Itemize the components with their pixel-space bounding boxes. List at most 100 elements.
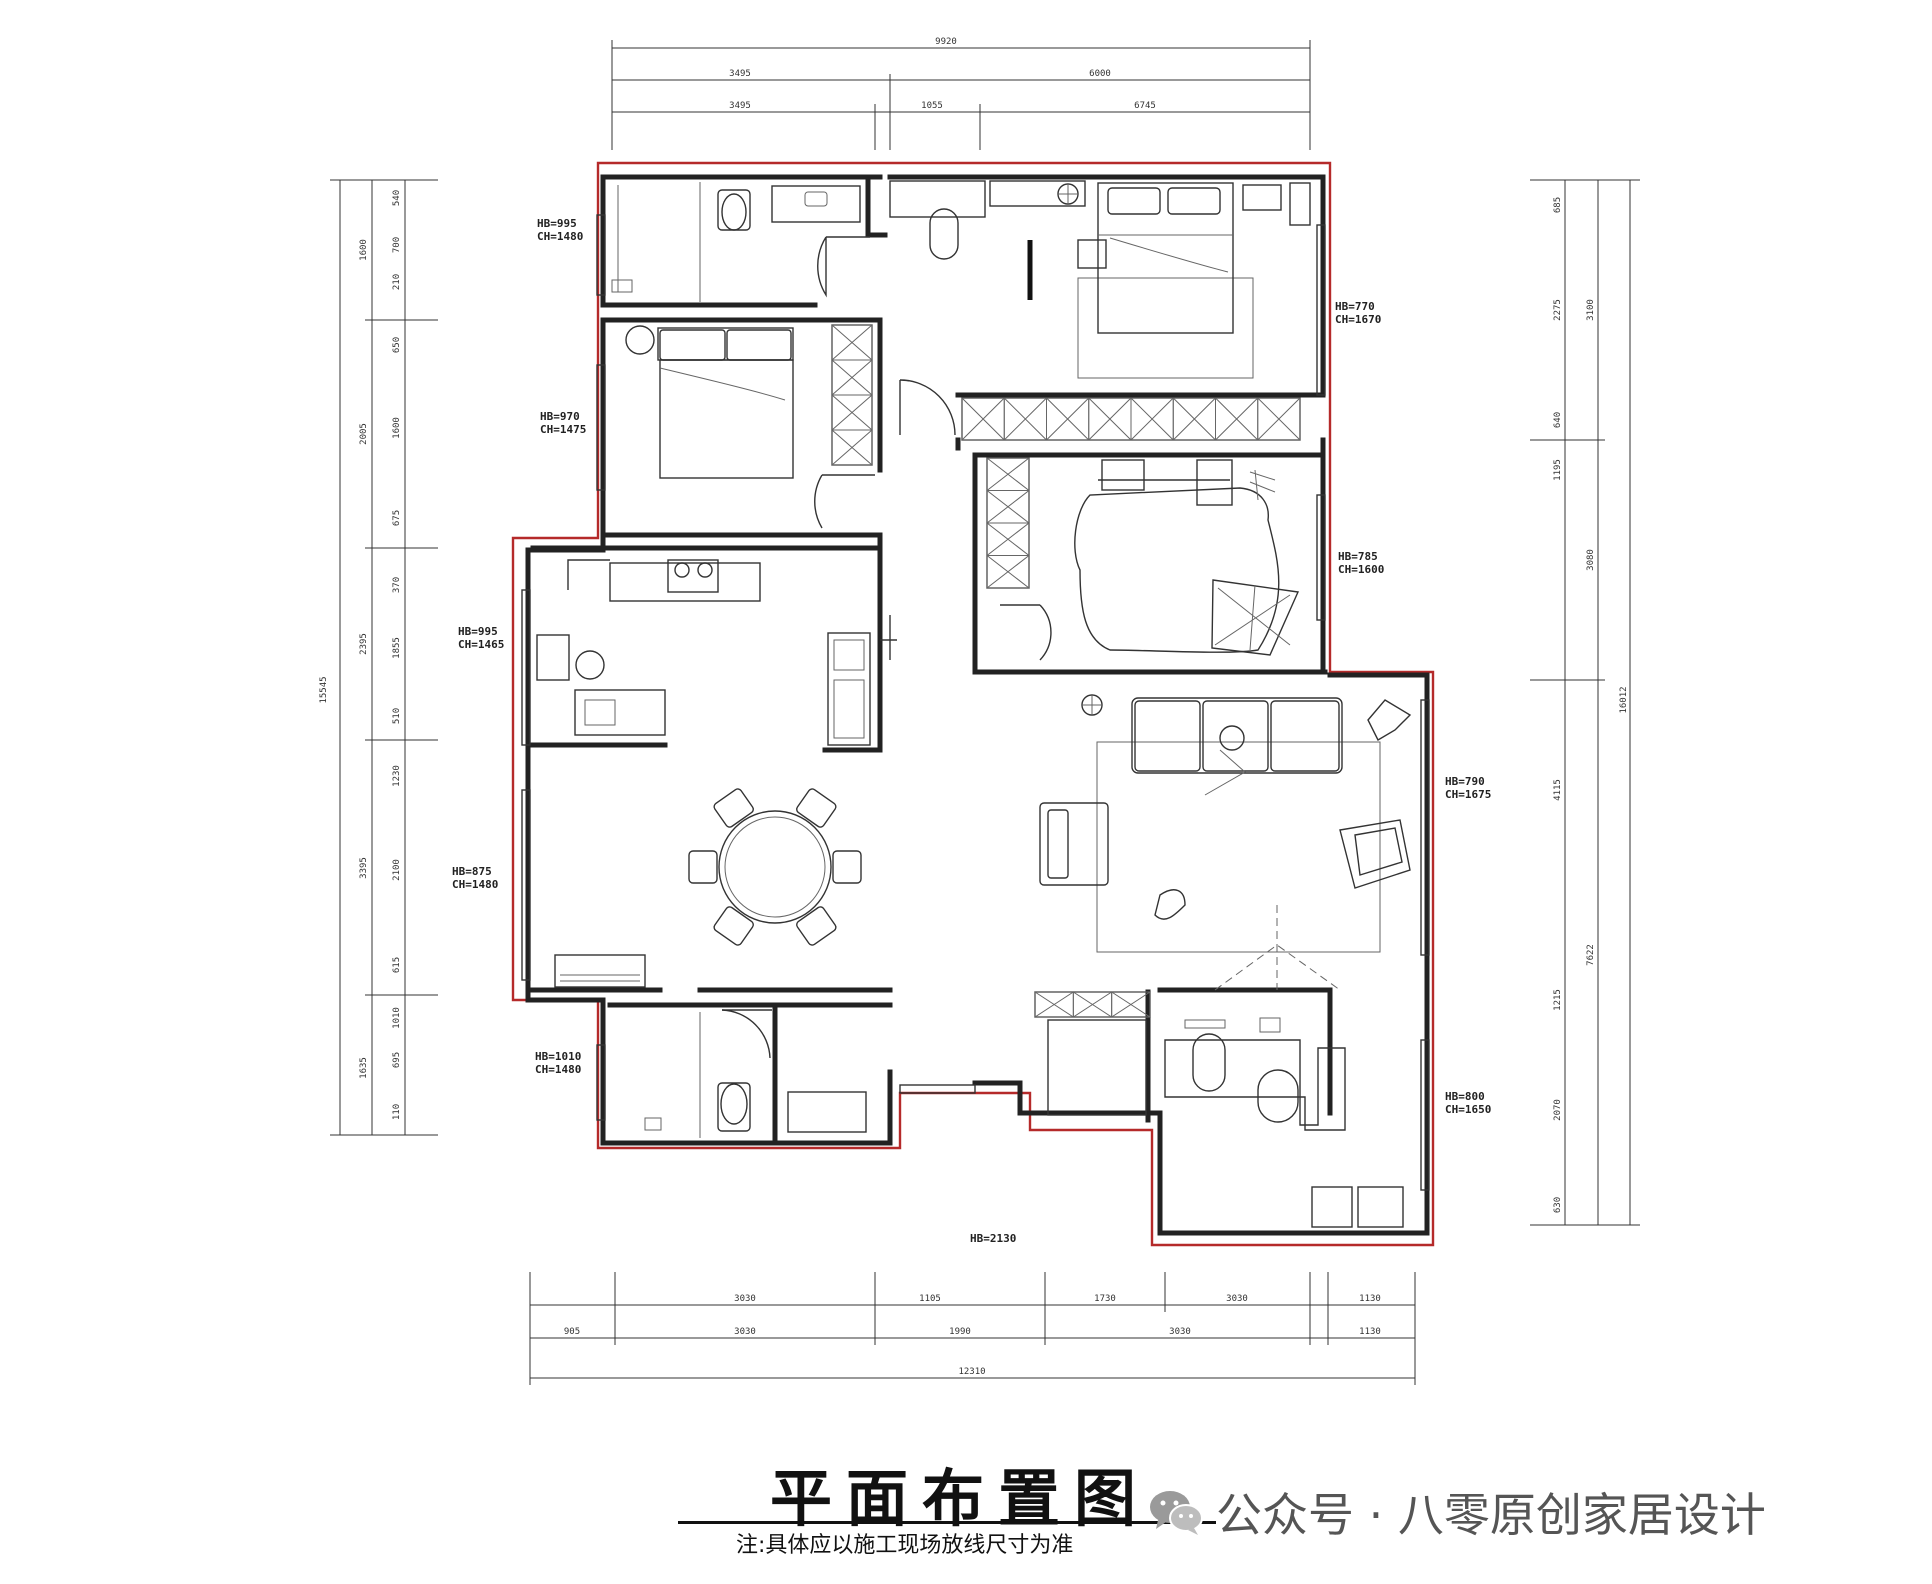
sink-bottom	[787, 1091, 867, 1133]
armchair	[1039, 802, 1109, 886]
shelf-cell	[1046, 397, 1090, 441]
wardrobe-master-marks	[961, 397, 1301, 441]
dim-left-inner-10: 1230	[392, 765, 402, 787]
chair	[929, 208, 959, 260]
desk-chair	[1257, 1069, 1299, 1123]
dining-area	[554, 788, 862, 988]
sink-kitchen	[536, 634, 570, 681]
dim-bot-overall: 12310	[958, 1367, 985, 1377]
dim-left-inner-9: 510	[392, 708, 402, 724]
washing-machine	[1311, 1186, 1353, 1228]
dim-right-inner-7: 2070	[1553, 1099, 1563, 1121]
dim-top-overall: 9920	[935, 37, 957, 47]
walls	[525, 174, 1430, 1236]
shelf-cell	[1130, 397, 1174, 441]
kitchen	[536, 559, 871, 746]
shelf-cell	[1003, 397, 1047, 441]
dim-left-inner-12: 615	[392, 957, 402, 973]
living-rug	[1096, 741, 1381, 953]
left-dimensions: 15545 1600 2005 2395 3395 1635 540 700 2…	[319, 179, 438, 1136]
study-chair	[1101, 459, 1145, 491]
shelf-cell	[831, 429, 873, 466]
dim-left-inner-2: 700	[392, 237, 402, 253]
bookshelf-marks	[986, 457, 1030, 589]
window-label-10: HB=2130	[970, 1232, 1016, 1245]
second-bedroom	[625, 324, 873, 479]
shelf-cell	[831, 359, 873, 396]
beanbag	[1211, 579, 1300, 656]
dining-chair	[796, 906, 837, 946]
shelf-cell	[986, 555, 1030, 589]
cooktop	[667, 559, 719, 593]
master-bed	[1097, 182, 1234, 334]
toilet-top	[717, 189, 751, 231]
dim-bot-r1-c: 1730	[1094, 1294, 1116, 1304]
shelf-cell	[831, 394, 873, 431]
dim-left-inner-8: 1855	[392, 637, 402, 659]
desk	[1164, 1039, 1346, 1131]
right-dimensions: 16012 3100 3080 7622 685 2275 640 1195 4…	[1530, 179, 1640, 1226]
shelf-cell	[831, 324, 873, 361]
dining-chairs	[688, 788, 862, 946]
dim-right-seg-3: 7622	[1586, 944, 1596, 966]
dining-chair	[713, 906, 754, 946]
dim-top-r2-a: 3495	[729, 101, 751, 111]
wechat-icon	[1150, 1491, 1203, 1535]
piano	[554, 954, 646, 988]
lounge-chair	[1339, 819, 1411, 889]
shelf-cell	[986, 522, 1030, 556]
windows	[521, 214, 1430, 1191]
dim-left-inner-13: 1010	[392, 1007, 402, 1029]
dim-left-inner-14: 695	[392, 1052, 402, 1068]
dim-bot-r2-e: 1130	[1359, 1327, 1381, 1337]
dim-left-inner-1: 540	[392, 190, 402, 206]
dining-chair	[688, 850, 718, 884]
top-dimensions: 9920 3495 6000 3495 1055 6745	[611, 37, 1311, 150]
dim-right-total: 16012	[1619, 686, 1629, 713]
dim-right-inner-8: 630	[1553, 1197, 1563, 1213]
doors	[721, 236, 1341, 1059]
dim-left-inner-4: 650	[392, 337, 402, 353]
washer	[574, 689, 666, 736]
dining-chair	[796, 788, 837, 828]
construction-note: 注:具体应以施工现场放线尺寸为准	[736, 1533, 1074, 1558]
dim-left-inner-15: 110	[392, 1104, 402, 1120]
shelf-cell	[1215, 397, 1259, 441]
dim-left-inner-3: 210	[392, 274, 402, 290]
dim-bot-r1-e: 1130	[1359, 1294, 1381, 1304]
vanity	[889, 180, 986, 218]
rug	[1077, 277, 1254, 379]
second-bed	[659, 359, 794, 479]
page-title: 平面布置图	[770, 1462, 1151, 1535]
dim-right-inner-3: 640	[1553, 412, 1563, 428]
shelf-cell	[1111, 991, 1151, 1018]
dim-right-inner-5: 4115	[1553, 779, 1563, 801]
dim-left-seg-5: 1635	[359, 1057, 369, 1079]
dim-left-seg-4: 3395	[359, 857, 369, 879]
dim-left-seg-3: 2395	[359, 633, 369, 655]
counter-top	[609, 562, 761, 602]
dim-left-total: 15545	[319, 676, 329, 703]
dim-bot-r1-b: 1105	[919, 1294, 941, 1304]
unit-boundary	[511, 161, 1435, 1247]
dim-right-seg-2: 3080	[1586, 549, 1596, 571]
watermark: 公众号 · 八零原创家居设计	[1148, 1484, 1766, 1542]
dim-left-inner-7: 370	[392, 577, 402, 593]
dim-right-inner-4: 1195	[1553, 459, 1563, 481]
dim-top-r1-a: 3495	[729, 69, 751, 79]
title-underline	[678, 1521, 1216, 1524]
toilet-bottom	[717, 1082, 751, 1132]
dim-top-r1-b: 6000	[1089, 69, 1111, 79]
dim-right-inner-2: 2275	[1553, 299, 1563, 321]
dim-bot-r2-d: 3030	[1169, 1327, 1191, 1337]
living-room	[1039, 694, 1412, 953]
cook-figure	[575, 650, 605, 680]
study-rug	[1074, 479, 1280, 653]
shelf-cell	[1257, 397, 1301, 441]
